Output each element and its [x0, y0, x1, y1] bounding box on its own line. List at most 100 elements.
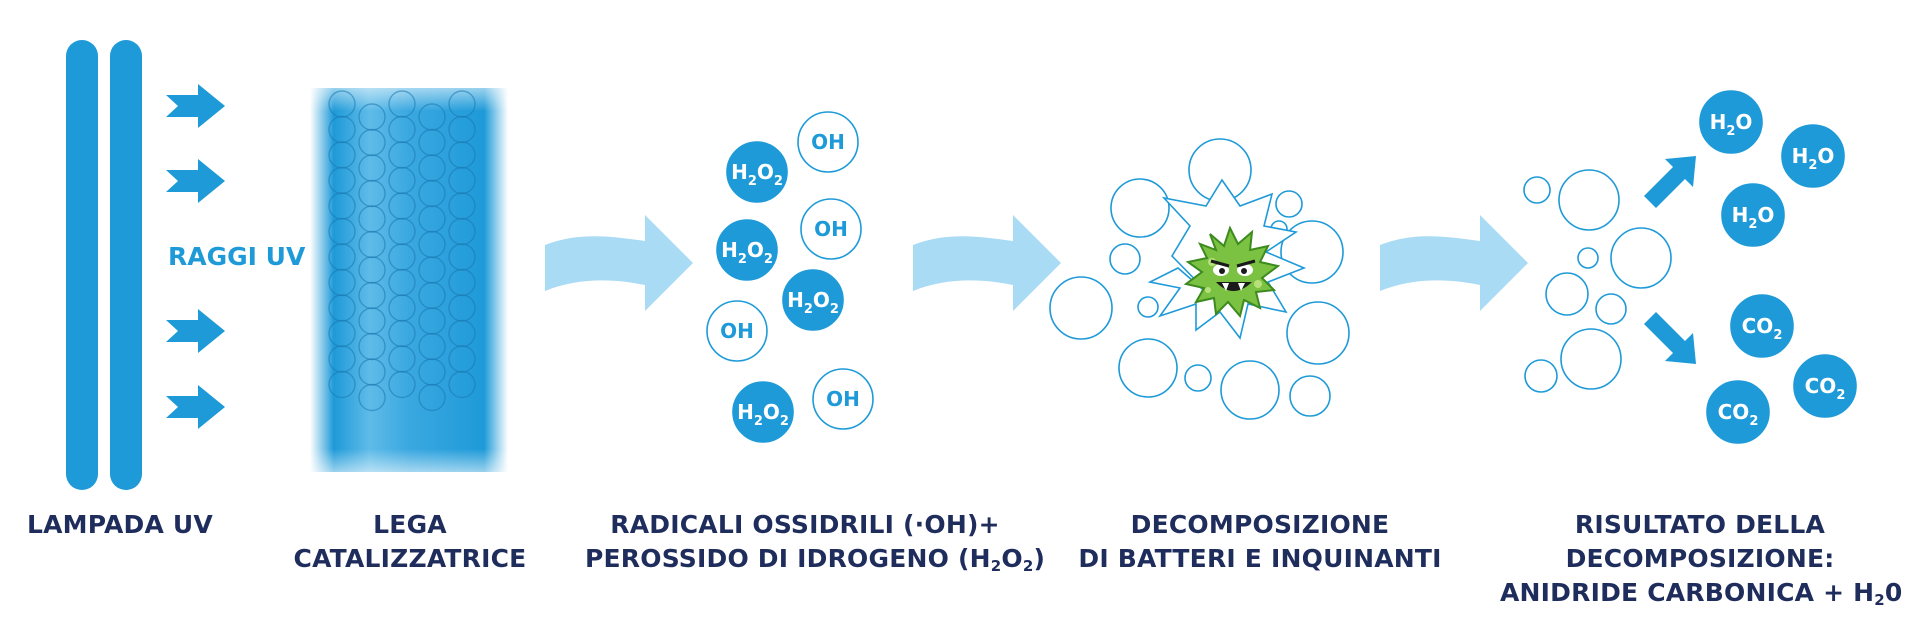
uv-ray-arrow-icon [166, 309, 225, 353]
oh-molecule: OH [812, 368, 874, 430]
bubble-icon [1280, 220, 1344, 284]
molecule-bubble-icon [716, 219, 778, 281]
co2-molecule: CO2 [1730, 294, 1794, 358]
caption-line: CATALIZZATRICE [293, 544, 527, 573]
output-arrow-icon [1644, 312, 1696, 364]
catalyst-pore-icon [448, 370, 476, 399]
molecule-bubble-icon [1706, 380, 1770, 444]
caption-line-formula: PEROSSIDO DI IDROGENO (H2O2) [585, 542, 1045, 576]
co2-label: CO2 [1718, 400, 1759, 429]
h2o2-label: H2O2 [737, 400, 789, 429]
bubble-icon [1595, 293, 1627, 325]
molecule-bubble-icon [812, 368, 874, 430]
h2o2-molecule: H2O2 [782, 269, 844, 331]
bubble-icon [1289, 375, 1331, 417]
subscript: 2 [1874, 591, 1885, 609]
molecule-bubble-icon [800, 198, 862, 260]
h2o2-label: H2O2 [721, 238, 773, 267]
uv-ray-arrow-icon [166, 84, 225, 128]
catalyst-pore-icon [418, 383, 446, 412]
text-fragment: PEROSSIDO DI IDROGENO (H [585, 544, 991, 573]
h2o-label: H2O [1732, 203, 1775, 232]
bubble-icon [1110, 178, 1170, 238]
bubble-icon [1118, 338, 1178, 398]
bubble-icon [1558, 169, 1620, 231]
subscript: 2 [990, 557, 1002, 575]
catalyst-pore-icon [388, 370, 416, 399]
bubble-icon [1524, 359, 1558, 393]
molecule-bubble-icon [1721, 183, 1785, 247]
uv-ray-arrow-icon [166, 159, 225, 203]
molecule-bubble-icon [732, 381, 794, 443]
bubble-icon [1610, 227, 1672, 289]
oh-label: OH [814, 217, 848, 241]
bubble-icon [1275, 190, 1303, 218]
molecule-bubble-icon [726, 141, 788, 203]
bubble-icon [1137, 296, 1159, 318]
uv-lamp-tube-icon [66, 40, 142, 490]
germ-icon [1183, 225, 1281, 319]
flow-arrow-icon [913, 215, 1061, 311]
output-arrow-icon [1644, 156, 1696, 208]
caption-line: DI BATTERI E INQUINANTI [1078, 544, 1442, 573]
bubble-icon [1545, 272, 1589, 316]
molecule-bubble-icon [1699, 90, 1763, 154]
h2o-molecule: H2O [1699, 90, 1763, 154]
caption-radicals: RADICALI OSSIDRILI (·OH)+ PEROSSIDO DI I… [585, 508, 1045, 576]
bubble-icon [1109, 243, 1141, 275]
catalyst-pore-icon [328, 370, 356, 399]
catalyst-pore-icon [358, 383, 386, 412]
flow-arrow-icon [1380, 215, 1528, 311]
caption-result: RISULTATO DELLA DECOMPOSIZIONE: ANIDRIDE… [1500, 508, 1903, 610]
co2-label: CO2 [1742, 314, 1783, 343]
text-fragment: O [1001, 544, 1023, 573]
caption-line: LAMPADA UV [27, 510, 213, 539]
h2o-molecule: H2O [1721, 183, 1785, 247]
bubble-icon [1049, 276, 1113, 340]
uv-ray-arrow-icon [166, 385, 225, 429]
molecule-bubble-icon [1793, 354, 1857, 418]
caption-line: RADICALI OSSIDRILI (·OH)+ [610, 510, 1000, 539]
caption-decomposition: DECOMPOSIZIONE DI BATTERI E INQUINANTI [1070, 508, 1450, 576]
subscript: 2 [1022, 557, 1034, 575]
caption-line-formula: ANIDRIDE CARBONICA + H20 [1500, 576, 1903, 610]
h2o-molecule: H2O [1781, 124, 1845, 188]
h2o-label: H2O [1710, 110, 1753, 139]
molecule-bubble-icon [706, 300, 768, 362]
caption-line: RISULTATO DELLA [1574, 510, 1826, 539]
caption-lamp: LAMPADA UV [20, 508, 220, 542]
bubble-icon [1523, 176, 1551, 204]
molecule-bubble-icon [1781, 124, 1845, 188]
caption-line: LEGA [373, 510, 447, 539]
caption-line: DECOMPOSIZIONE [1130, 510, 1390, 539]
h2o2-label: H2O2 [787, 288, 839, 317]
caption-line: DECOMPOSIZIONE: [1565, 544, 1835, 573]
caption-catalyst: LEGA CATALIZZATRICE [280, 508, 540, 576]
bubble-icon [1184, 364, 1212, 392]
molecule-bubble-icon [1730, 294, 1794, 358]
h2o2-molecule: H2O2 [732, 381, 794, 443]
oh-label: OH [826, 387, 860, 411]
co2-label: CO2 [1805, 374, 1846, 403]
oh-molecule: OH [797, 111, 859, 173]
text-fragment: ) [1033, 544, 1046, 573]
bubble-icon [1577, 247, 1599, 269]
molecule-bubble-icon [782, 269, 844, 331]
h2o2-molecule: H2O2 [726, 141, 788, 203]
bubble-icon [1560, 328, 1622, 390]
uv-rays-label: RAGGI UV [168, 242, 306, 271]
bubble-icon [1286, 301, 1350, 365]
h2o-label: H2O [1792, 144, 1835, 173]
oh-label: OH [720, 319, 754, 343]
co2-molecule: CO2 [1793, 354, 1857, 418]
text-fragment: 0 [1884, 578, 1903, 607]
oh-label: OH [811, 130, 845, 154]
text-fragment: ANIDRIDE CARBONICA + H [1500, 578, 1875, 607]
h2o2-molecule: H2O2 [716, 219, 778, 281]
bubble-icon [1220, 360, 1280, 420]
molecule-bubble-icon [797, 111, 859, 173]
co2-molecule: CO2 [1706, 380, 1770, 444]
flow-arrow-icon [545, 215, 693, 311]
oh-molecule: OH [800, 198, 862, 260]
